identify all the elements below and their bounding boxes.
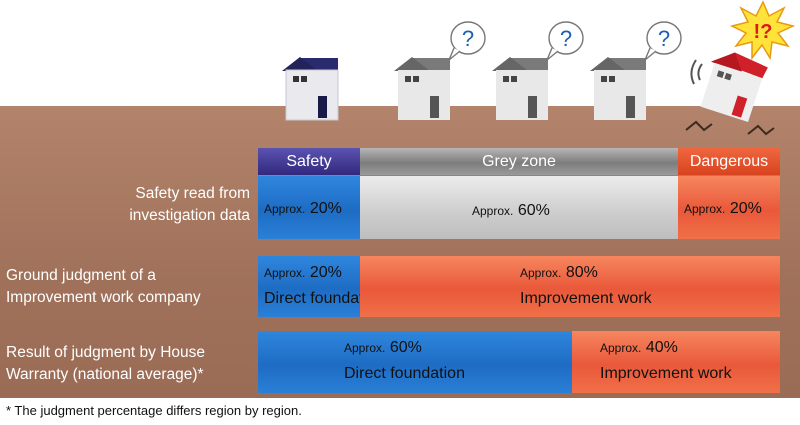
approx-label: Approx. (264, 202, 306, 216)
approx-label: Approx. (344, 341, 386, 355)
row2-segment-direct: Approx. 20% Direct foundation (258, 256, 360, 317)
header-safety: Safety (258, 148, 360, 175)
row2-label-line1: Ground judgment of a (6, 267, 156, 284)
percent-value: 20% (309, 264, 342, 281)
percent-value: 20% (729, 200, 762, 217)
row3-label-line2: Warranty (national average)* (6, 366, 204, 383)
row2-label: Ground judgment of a Improvement work co… (6, 265, 201, 309)
safe-house-icon (282, 57, 339, 121)
approx-label: Approx. (520, 266, 562, 280)
grey-house-2-icon (492, 57, 548, 120)
question-mark: ? (658, 26, 670, 51)
grey-house-3-icon (590, 57, 646, 120)
question-bubble-1-icon: ? (448, 21, 486, 61)
alert-mark: !? (754, 21, 773, 43)
row2-label-line2: Improvement work company (6, 289, 201, 306)
percent-value: 80% (565, 264, 598, 281)
percent-value: 60% (389, 339, 422, 356)
row1-segment-safe: Approx. 20% (258, 176, 360, 239)
segment-sub-label: Improvement work (600, 365, 732, 382)
question-mark: ? (462, 26, 474, 51)
row1-label: Safety read from investigation data (100, 183, 250, 227)
row3-label: Result of judgment by House Warranty (na… (6, 342, 205, 386)
row1-label-line1: Safety read from (135, 185, 250, 202)
row2-segment-improvement: Approx. 80% Improvement work (360, 256, 780, 317)
approx-label: Approx. (600, 341, 642, 355)
segment-sub-label: Direct foundation (344, 365, 465, 382)
grey-house-1-icon (394, 57, 450, 120)
row3-segment-direct: Approx. 60% Direct foundation (258, 331, 572, 393)
alert-burst-icon: !? (730, 0, 796, 61)
segment-sub-label: Improvement work (520, 290, 652, 307)
segment-sub-label: Direct foundation (264, 290, 360, 307)
row1-label-line2: investigation data (129, 207, 250, 224)
footnote: * The judgment percentage differs region… (6, 403, 302, 418)
approx-label: Approx. (684, 202, 726, 216)
question-mark: ? (560, 26, 572, 51)
row1-segment-danger: Approx. 20% (678, 176, 780, 239)
tilted-house-icon (685, 52, 775, 136)
header-grey-zone: Grey zone (360, 148, 678, 175)
row3-segment-improvement: Approx. 40% Improvement work (572, 331, 780, 393)
row3-label-line1: Result of judgment by House (6, 344, 206, 361)
percent-value: 40% (645, 339, 678, 356)
row1-segment-grey: Approx. 60% (360, 176, 678, 239)
approx-label: Approx. (264, 266, 306, 280)
question-bubble-2-icon: ? (546, 21, 584, 61)
approx-label: Approx. (472, 204, 514, 218)
percent-value: 60% (517, 202, 550, 219)
percent-value: 20% (309, 200, 342, 217)
header-dangerous: Dangerous (678, 148, 780, 175)
question-bubble-3-icon: ? (644, 21, 682, 61)
